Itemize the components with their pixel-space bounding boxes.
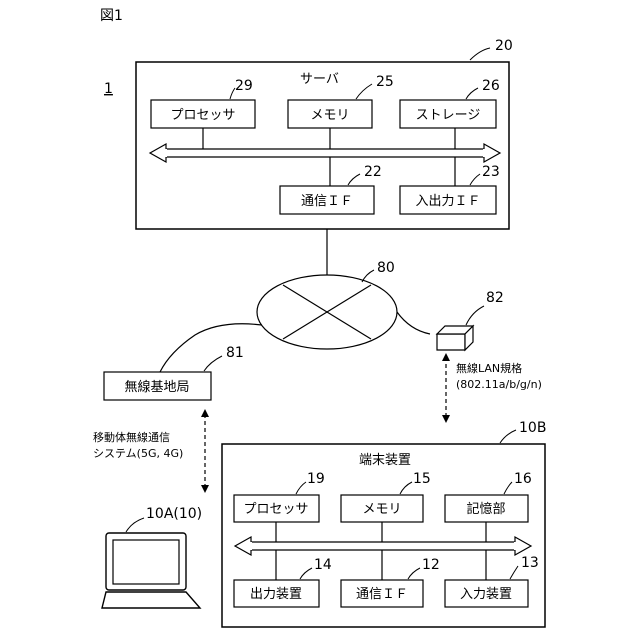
terminal-ref: 10B — [519, 420, 546, 436]
terminal-storage-label: 記憶部 — [466, 501, 505, 517]
mobile-caption-line1: 移動体無線通信 — [93, 430, 170, 444]
server-memory-label: メモリ — [310, 108, 349, 123]
network-ref: 80 — [377, 260, 395, 276]
terminal-input-label: 入力装置 — [460, 587, 512, 602]
figure-label: 図1 — [100, 8, 123, 24]
mobile-caption-line2: システム(5G, 4G) — [93, 447, 183, 460]
base-station-ref: 81 — [226, 345, 244, 361]
terminal-comm-if-label: 通信ＩＦ — [356, 587, 408, 602]
terminal-processor: プロセッサ 19 — [234, 471, 325, 522]
server-processor: プロセッサ 29 — [151, 78, 255, 128]
terminal-processor-ref: 19 — [307, 471, 325, 487]
server-memory-ref: 25 — [376, 74, 394, 90]
server-comm-if: 通信ＩＦ 22 — [280, 164, 382, 214]
network-basestation-link — [160, 324, 262, 372]
terminal-output: 出力装置 14 — [234, 557, 332, 607]
server-title: サーバ — [300, 72, 339, 87]
network-ap-link — [397, 312, 430, 334]
wlan-caption-line1: 無線LAN規格 — [456, 361, 522, 375]
server-io-if-ref: 23 — [482, 164, 500, 180]
server-io-if: 入出力ＩＦ 23 — [400, 164, 500, 214]
terminal-output-ref: 14 — [314, 557, 332, 573]
access-point-icon: 82 — [437, 290, 504, 350]
laptop-ref: 10A(10) — [146, 506, 202, 522]
system-ref: 1 — [104, 81, 113, 97]
wlan-caption-line2: (802.11a/b/g/n) — [456, 378, 542, 391]
server-storage-label: ストレージ — [416, 108, 481, 123]
base-station-label: 無線基地局 — [124, 379, 189, 395]
terminal-title: 端末装置 — [359, 453, 411, 468]
server-comm-if-label: 通信ＩＦ — [301, 194, 353, 209]
server-comm-if-ref: 22 — [364, 164, 382, 180]
terminal-input: 入力装置 13 — [445, 555, 539, 607]
terminal-comm-if-ref: 12 — [422, 557, 440, 573]
server-ref: 20 — [495, 38, 513, 54]
server-processor-ref: 29 — [235, 78, 253, 94]
laptop-icon: 10A(10) — [102, 506, 202, 608]
server-storage: ストレージ 26 — [400, 78, 500, 128]
server-processor-label: プロセッサ — [170, 108, 235, 123]
terminal-bus — [235, 522, 531, 580]
terminal-processor-label: プロセッサ — [243, 502, 308, 517]
server-storage-ref: 26 — [482, 78, 500, 94]
access-point-ref: 82 — [486, 290, 504, 306]
server-bus — [150, 128, 500, 186]
terminal-input-ref: 13 — [521, 555, 539, 571]
terminal-storage: 記憶部 16 — [445, 471, 532, 522]
terminal-comm-if: 通信ＩＦ 12 — [341, 557, 440, 607]
terminal-storage-ref: 16 — [514, 471, 532, 487]
server-io-if-label: 入出力ＩＦ — [415, 194, 480, 209]
terminal-memory-ref: 15 — [413, 471, 431, 487]
terminal-memory-label: メモリ — [362, 502, 401, 517]
terminal-output-label: 出力装置 — [250, 587, 302, 602]
terminal-memory: メモリ 15 — [341, 471, 431, 522]
